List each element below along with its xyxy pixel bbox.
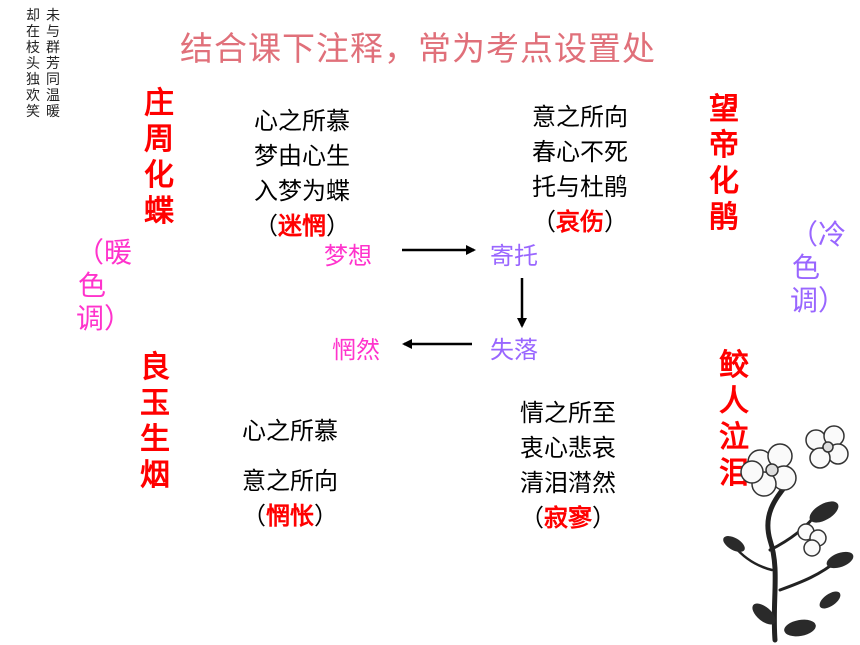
page-title: 结合课下注释，常为考点设置处: [180, 29, 656, 68]
text-line: 清泪潸然: [520, 469, 616, 497]
label-jiaoren: 鲛人泣泪: [719, 348, 749, 491]
node-entrust: 寄托: [490, 242, 538, 270]
text-line: 意之所向: [532, 103, 628, 131]
text-line: 心之所慕: [254, 107, 350, 135]
text-line: 托与杜鹃: [532, 173, 628, 201]
label-liangyu: 良玉生烟: [140, 350, 170, 493]
node-dream: 梦想: [324, 242, 372, 270]
block-bottom-right: 情之所至 衷心悲哀 清泪潸然 （寂寥）: [504, 396, 632, 536]
emotion-word: 惘怅: [266, 502, 314, 530]
emotion-line: （哀伤）: [532, 208, 628, 236]
emotion-word: 哀伤: [556, 208, 604, 236]
ink-flower-branch-image: [723, 425, 854, 643]
text-line: 梦由心生: [254, 142, 350, 170]
text-line: 意之所向: [242, 467, 338, 495]
text-line: 心之所慕: [242, 417, 338, 445]
block-top-right: 意之所向 春心不死 托与杜鹃 （哀伤）: [516, 100, 644, 240]
poem-column-1: 未与群芳同温暖: [46, 8, 60, 120]
emotion-line: （寂寥）: [520, 504, 616, 532]
label-wangdi: 望帝化鹃: [709, 92, 739, 235]
label-zhuangzhou: 庄周化蝶: [144, 86, 174, 229]
emotion-word: 寂寥: [544, 504, 592, 532]
node-loss: 失落: [490, 336, 538, 364]
emotion-line: （迷惘）: [254, 212, 350, 240]
text-line: 春心不死: [532, 138, 628, 166]
block-top-left: 心之所慕 梦由心生 入梦为蝶 （迷惘）: [238, 104, 366, 244]
emotion-word: 迷惘: [278, 212, 326, 240]
block-bottom-left-line1: 心之所慕: [226, 414, 354, 449]
poem-column-2: 却在枝头独欢笑: [26, 8, 40, 120]
emotion-line: （惘怅）: [242, 502, 338, 530]
text-line: 入梦为蝶: [254, 177, 350, 205]
text-line: 衷心悲哀: [520, 434, 616, 462]
block-bottom-left: 意之所向 （惘怅）: [226, 464, 354, 534]
text-line: 情之所至: [520, 399, 616, 427]
node-daze: 惘然: [332, 336, 380, 364]
